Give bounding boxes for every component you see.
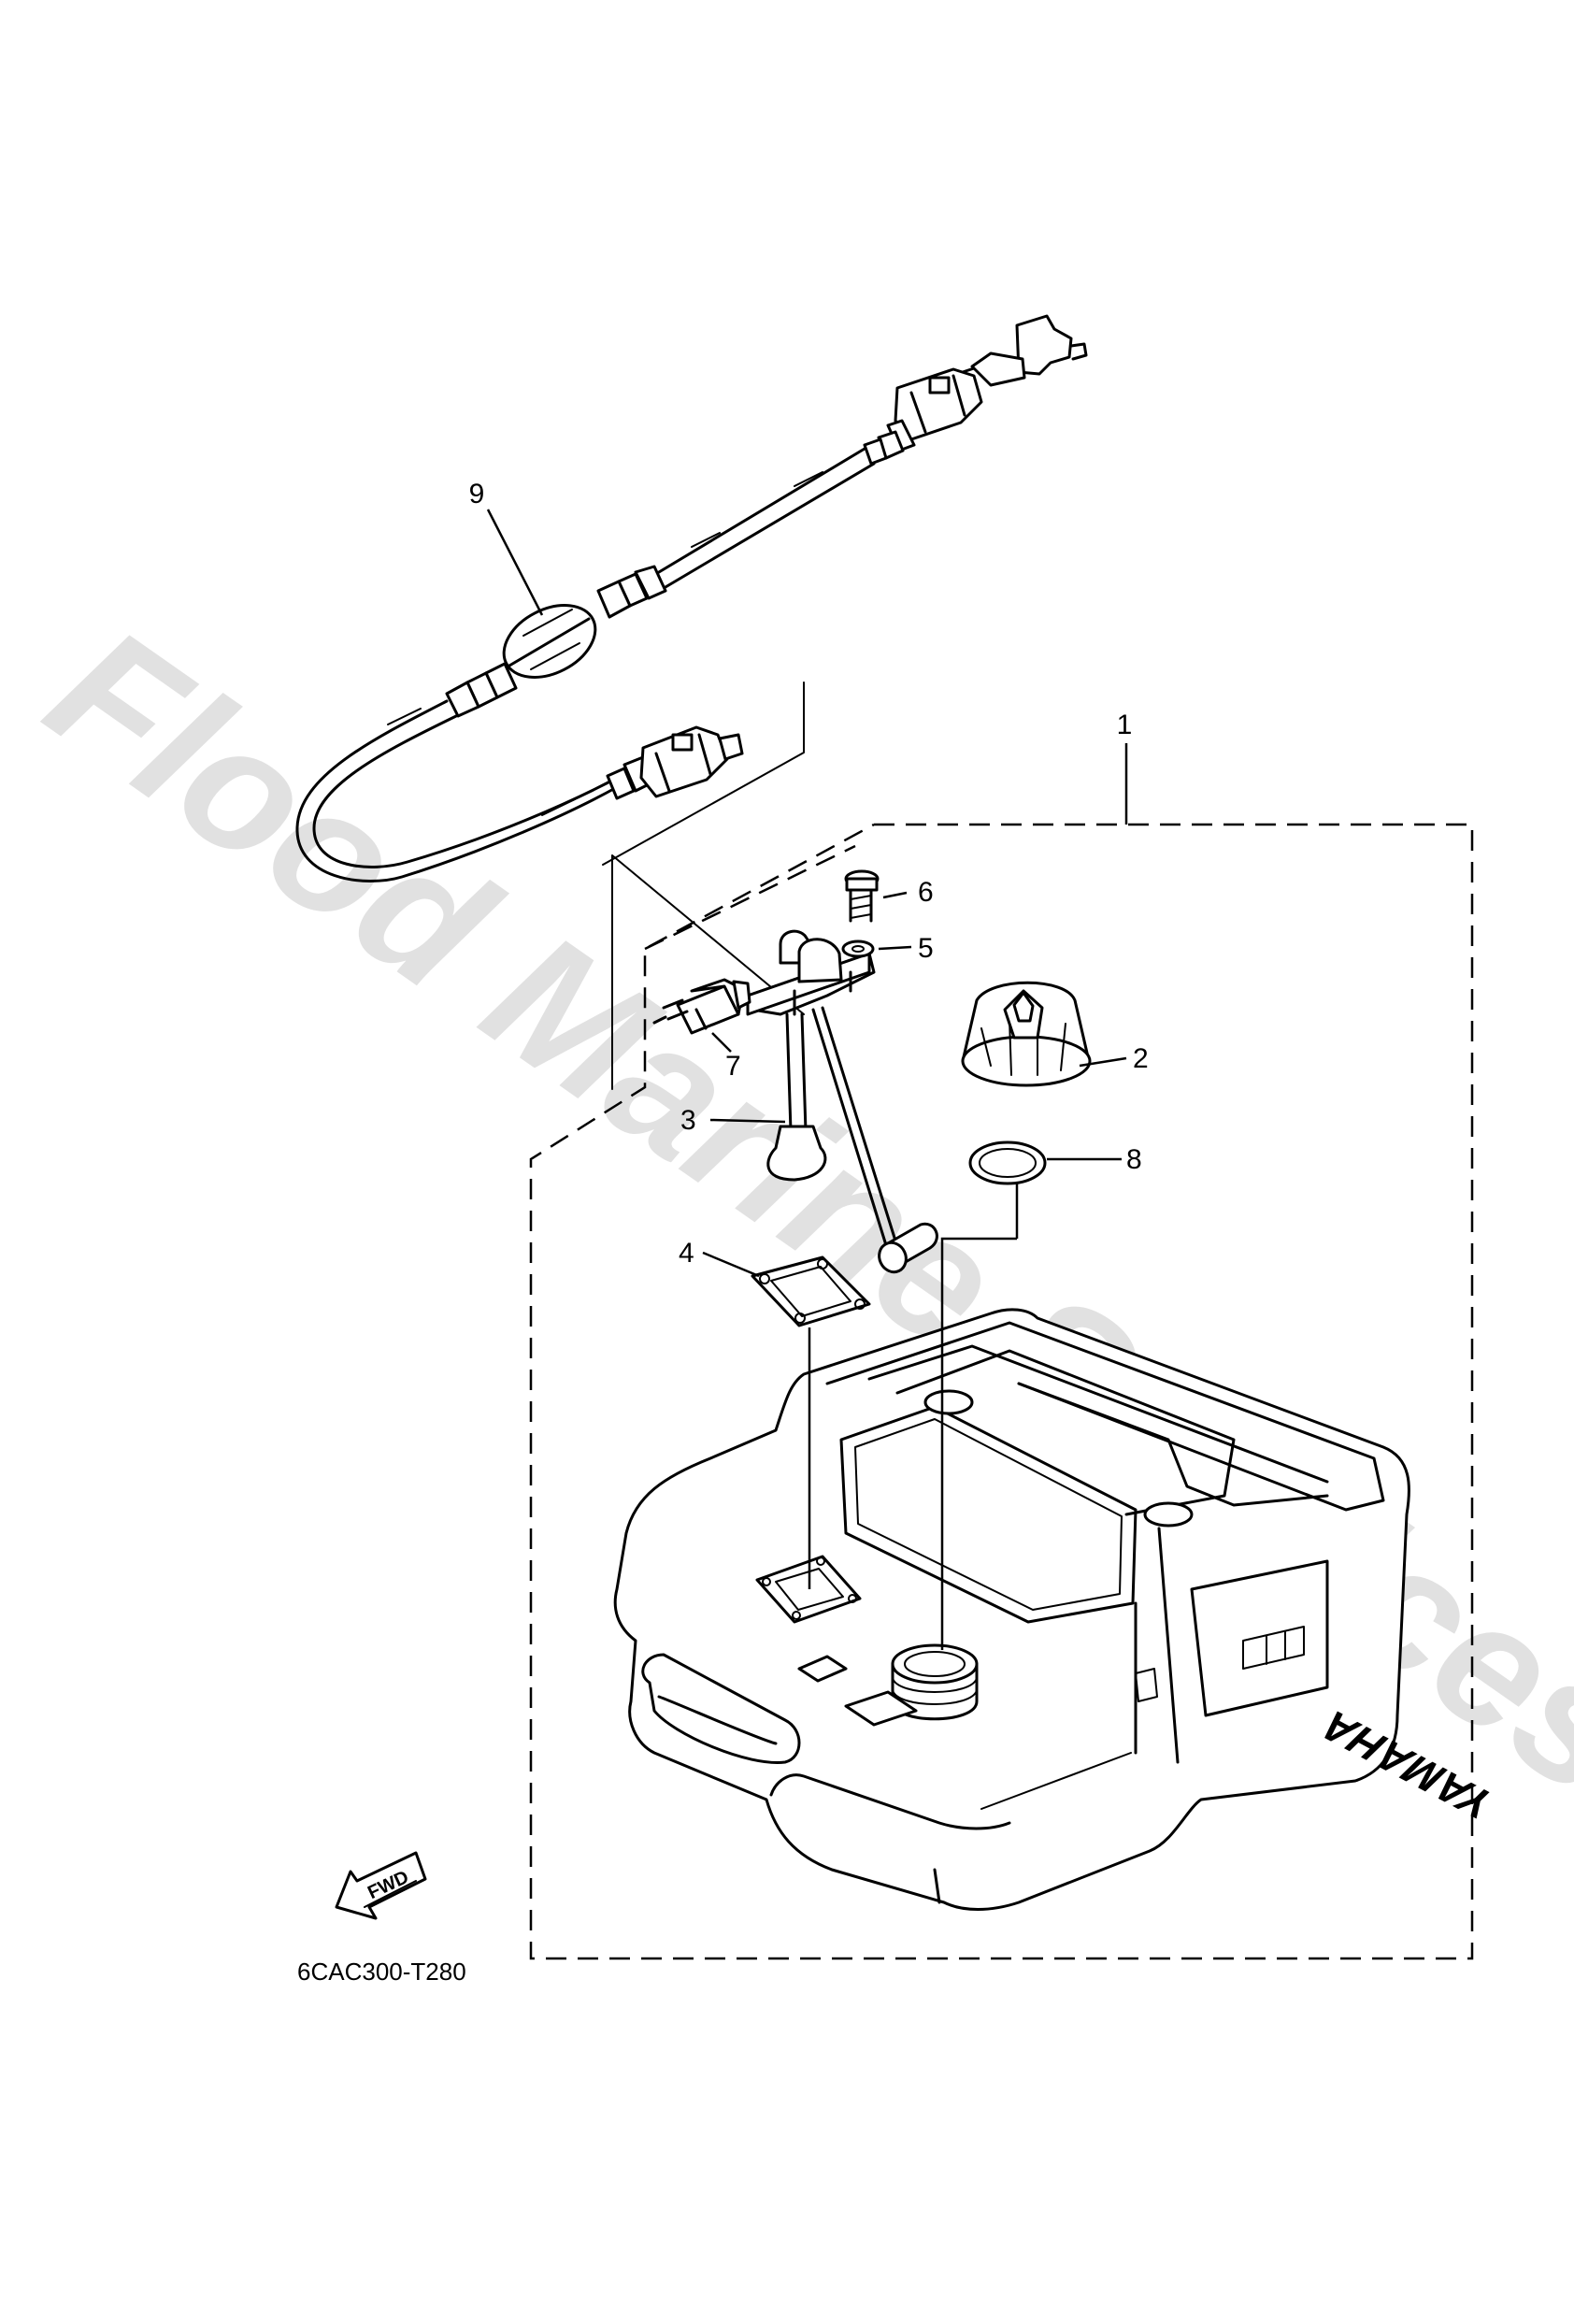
callout-9: 9 xyxy=(469,479,485,509)
callout-5: 5 xyxy=(918,933,934,964)
callout-6: 6 xyxy=(918,877,934,908)
fuel-joint xyxy=(652,978,751,1035)
callout-2: 2 xyxy=(1133,1043,1149,1074)
callout-1: 1 xyxy=(1117,710,1133,740)
sender-gasket xyxy=(751,1255,871,1346)
callout-leaders xyxy=(486,509,1128,1278)
callout-4: 4 xyxy=(679,1238,694,1269)
washer xyxy=(841,940,875,958)
callout-7: 7 xyxy=(725,1051,741,1082)
drawing-code: 6CAC300-T280 xyxy=(297,1958,466,1986)
fuel-tank: YAMAHA xyxy=(613,1301,1507,1911)
sender-assembly-boundary xyxy=(644,844,856,951)
bolt xyxy=(844,869,880,923)
callout-8: 8 xyxy=(1126,1144,1142,1175)
callout-3: 3 xyxy=(680,1105,696,1136)
fwd-arrow-icon: FWD xyxy=(335,1851,427,1920)
tank-assembly-boundary xyxy=(529,823,1474,1960)
fuel-gauge-sender xyxy=(746,929,938,1274)
fuel-tank-cap xyxy=(961,981,1092,1087)
fuel-hose-assembly xyxy=(295,314,1088,882)
cap-o-ring xyxy=(940,1140,1047,1301)
